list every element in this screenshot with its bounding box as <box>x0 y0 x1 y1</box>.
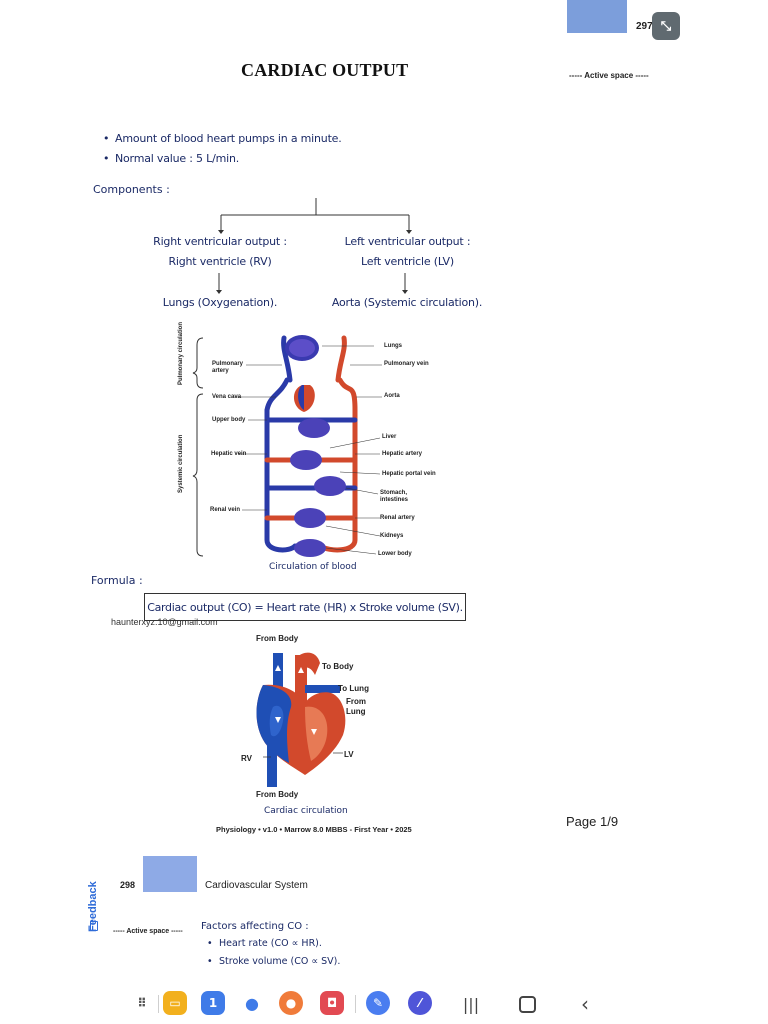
calendar-day: 1 <box>208 996 218 1010</box>
components-label: Components : <box>93 183 170 196</box>
diagram-label-hepatic-vein: Hepatic vein <box>211 451 247 457</box>
list-item: Normal value : 5 L/min. <box>103 149 342 169</box>
definition-list: Amount of blood heart pumps in a minute.… <box>103 129 342 169</box>
app-drawer-icon[interactable]: ⠿ <box>137 996 147 1010</box>
feedback-button[interactable]: Feedback <box>82 862 108 938</box>
diagram-label-renal-artery: Renal artery <box>380 515 415 521</box>
formula-box: Cardiac output (CO) = Heart rate (HR) x … <box>144 593 466 621</box>
diagram-label-hepatic-artery: Hepatic artery <box>382 451 423 457</box>
factors-list: Heart rate (CO ∝ HR). Stroke volume (CO … <box>207 935 340 971</box>
page-number: 297 <box>636 21 653 32</box>
page2-number: 298 <box>120 880 136 890</box>
active-space-label: ----- Active space ----- <box>569 71 649 80</box>
heart-label-rv: RV <box>241 754 252 763</box>
diagram-label-lower-body: Lower body <box>378 551 412 557</box>
right-output-destination: Lungs (Oxygenation). <box>162 296 278 309</box>
home-icon-shape <box>518 995 536 1013</box>
collapse-icon: ⤡ <box>660 18 672 34</box>
pulmonary-circulation-label: Pulmonary circulation <box>178 321 184 385</box>
feedback-icon <box>90 921 98 931</box>
messages-icon[interactable]: ● <box>245 993 259 1013</box>
heart-label-to-body: To Body <box>322 662 354 671</box>
taskbar: ⠿ ▭ 1 ● ● ◘ ✎ ⁄ ||| ‹ <box>0 984 768 1024</box>
calendar-icon[interactable]: 1 <box>201 991 225 1015</box>
notes-icon[interactable]: ✎ <box>366 991 390 1015</box>
page2-active-space-label: ----- Active space ----- <box>113 928 183 935</box>
diagram-label-upper-body: Upper body <box>212 417 246 423</box>
diagram-label-liver: Liver <box>382 434 397 440</box>
formula-label: Formula : <box>91 574 143 587</box>
diagram-label-renal-vein: Renal vein <box>210 507 241 513</box>
collapse-button[interactable]: ⤡ <box>652 12 680 40</box>
diagram-label-stomach-intestines: Stomach, intestines <box>380 490 409 503</box>
page-title: CARDIAC OUTPUT <box>241 60 409 80</box>
contacts-icon[interactable]: ● <box>279 991 303 1015</box>
left-output-source: Left ventricle (LV) <box>361 255 454 268</box>
right-output-source: Right ventricle (RV) <box>168 255 272 268</box>
diagram-label-lungs: Lungs <box>384 343 402 349</box>
list-item: Heart rate (CO ∝ HR). <box>207 935 340 953</box>
list-item: Amount of blood heart pumps in a minute. <box>103 129 342 149</box>
diagram-label-pulmonary-vein: Pulmonary vein <box>384 361 429 367</box>
diagram-label-kidneys: Kidneys <box>380 533 404 539</box>
taskbar-divider <box>355 995 356 1013</box>
back-icon[interactable]: ‹ <box>581 992 589 1016</box>
left-output-title: Left ventricular output : <box>344 235 471 248</box>
heart-caption: Cardiac circulation <box>264 806 348 816</box>
home-icon[interactable] <box>512 989 542 1019</box>
recent-apps-icon[interactable]: ||| <box>462 994 480 1014</box>
page-indicator: Page 1/9 <box>566 814 619 829</box>
page2-section-header: Cardiovascular System <box>205 880 308 891</box>
list-item: Stroke volume (CO ∝ SV). <box>207 953 340 971</box>
my-files-icon[interactable]: ▭ <box>163 991 187 1015</box>
heart-label-from-body-top: From Body <box>256 634 299 643</box>
systemic-circulation-label: Systemic circulation <box>178 434 184 493</box>
heart-diagram <box>256 652 346 787</box>
screen-recorder-icon[interactable]: ◘ <box>320 991 344 1015</box>
heart-label-to-lung: To Lung <box>338 684 369 693</box>
page2-tab-marker <box>143 856 197 892</box>
watermark-email: haunterxyz.10@gmail.com <box>111 617 218 627</box>
diagram-label-pulmonary-artery: Pulmonary artery <box>212 361 244 374</box>
circulation-caption: Circulation of blood <box>269 562 357 572</box>
feedback-label: Feedback <box>87 881 99 932</box>
components-tree-lines <box>216 198 412 294</box>
document-footer: Physiology • v1.0 • Marrow 8.0 MBBS - Fi… <box>216 825 412 834</box>
factors-label: Factors affecting CO : <box>201 921 309 932</box>
circulation-diagram <box>192 335 382 557</box>
right-output-title: Right ventricular output : <box>153 235 287 248</box>
page-tab-marker <box>567 0 627 33</box>
left-output-destination: Aorta (Systemic circulation). <box>331 296 483 309</box>
diagram-label-hepatic-portal-vein: Hepatic portal vein <box>382 471 436 477</box>
diagram-label-aorta: Aorta <box>384 393 400 399</box>
heart-label-from-lung: From Lung <box>346 697 366 716</box>
heart-label-from-body-bottom: From Body <box>256 790 299 799</box>
pen-up-icon[interactable]: ⁄ <box>408 991 432 1015</box>
diagram-label-vena-cava: Vena cava <box>212 394 242 400</box>
taskbar-divider <box>158 995 159 1013</box>
heart-label-lv: LV <box>344 750 354 759</box>
